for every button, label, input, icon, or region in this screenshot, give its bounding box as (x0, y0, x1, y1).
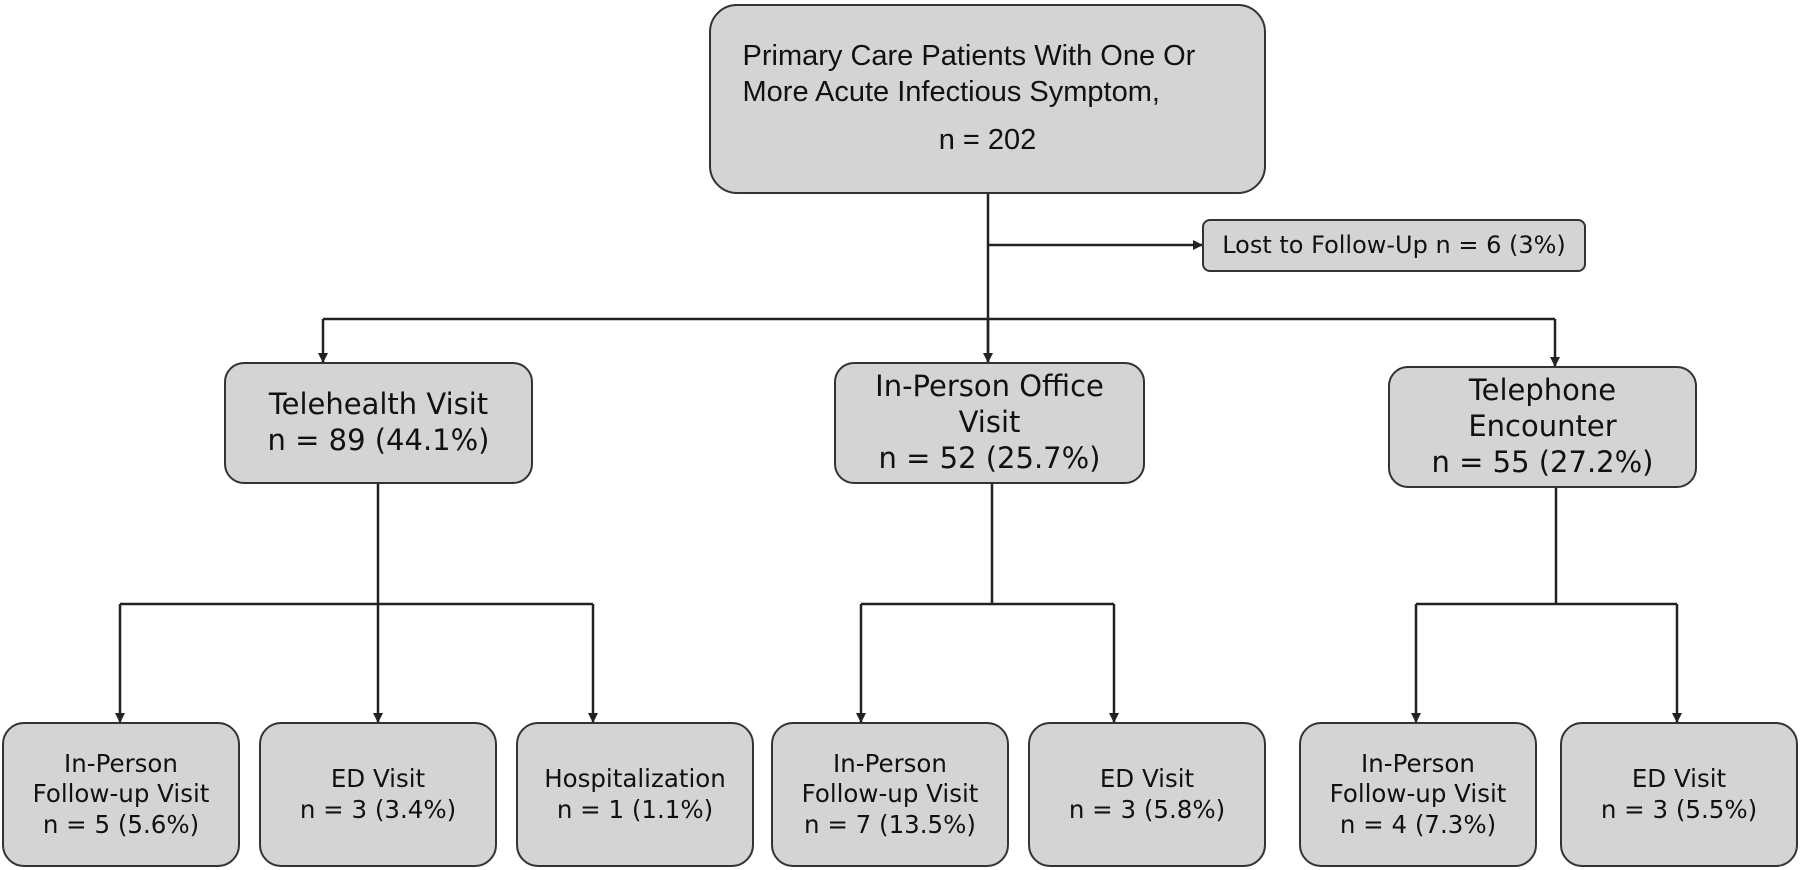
outcome-count: n = 3 (5.5%) (1600, 794, 1758, 824)
telehealth-followup-box: In-Person Follow-up Visit n = 5 (5.6%) (2, 722, 240, 867)
telephone-label-2: Encounter (1468, 409, 1617, 444)
outcome-label-1: In-Person (1361, 748, 1475, 778)
root-title: Primary Care Patients With One Or More A… (743, 39, 1233, 111)
telephone-followup-box: In-Person Follow-up Visit n = 4 (7.3%) (1299, 722, 1537, 867)
telehealth-visit-count: n = 89 (44.1%) (267, 423, 490, 457)
root-title-line-2: More Acute Infectious Symptom, (742, 76, 1160, 109)
outcome-label-1: In-Person (833, 748, 947, 778)
outcome-count: n = 1 (1.1%) (556, 794, 714, 824)
office-visit-label-1: In-Person Office (875, 369, 1104, 404)
root-title-line-1: Primary Care Patients With One Or (742, 40, 1196, 73)
office-visit-count: n = 52 (25.7%) (878, 440, 1101, 475)
outcome-label: Hospitalization (544, 764, 726, 794)
telephone-label-1: Telephone (1468, 373, 1617, 408)
outcome-label-2: Follow-up Visit (801, 779, 979, 809)
in-person-office-visit-box: In-Person Office Visit n = 52 (25.7%) (834, 362, 1145, 484)
root-count: n = 202 (938, 123, 1037, 156)
outcome-count: n = 7 (13.5%) (804, 809, 976, 839)
lost-to-followup-box: Lost to Follow-Up n = 6 (3%) (1202, 219, 1586, 272)
telehealth-visit-label: Telehealth Visit (268, 387, 489, 422)
telephone-encounter-box: Telephone Encounter n = 55 (27.2%) (1388, 366, 1697, 488)
telehealth-hospitalization-box: Hospitalization n = 1 (1.1%) (516, 722, 754, 867)
outcome-label-2: Follow-up Visit (1329, 779, 1507, 809)
outcome-label: ED Visit (330, 764, 426, 794)
root-population-box: Primary Care Patients With One Or More A… (709, 4, 1266, 194)
outcome-count: n = 3 (5.8%) (1068, 794, 1226, 824)
outcome-label: ED Visit (1099, 764, 1195, 794)
outcome-count: n = 3 (3.4%) (299, 794, 457, 824)
outcome-label-2: Follow-up Visit (32, 779, 210, 809)
telephone-count: n = 55 (27.2%) (1431, 444, 1654, 479)
outcome-label-1: In-Person (64, 748, 178, 778)
outcome-count: n = 4 (7.3%) (1339, 809, 1497, 839)
outcome-label: ED Visit (1631, 764, 1727, 794)
office-followup-box: In-Person Follow-up Visit n = 7 (13.5%) (771, 722, 1009, 867)
office-visit-label-2: Visit (958, 405, 1021, 440)
lost-to-followup-label: Lost to Follow-Up n = 6 (3%) (1222, 230, 1566, 259)
outcome-count: n = 5 (5.6%) (42, 809, 200, 839)
telehealth-ed-visit-box: ED Visit n = 3 (3.4%) (259, 722, 497, 867)
office-ed-visit-box: ED Visit n = 3 (5.8%) (1028, 722, 1266, 867)
telephone-ed-visit-box: ED Visit n = 3 (5.5%) (1560, 722, 1798, 867)
telehealth-visit-box: Telehealth Visit n = 89 (44.1%) (224, 362, 533, 484)
